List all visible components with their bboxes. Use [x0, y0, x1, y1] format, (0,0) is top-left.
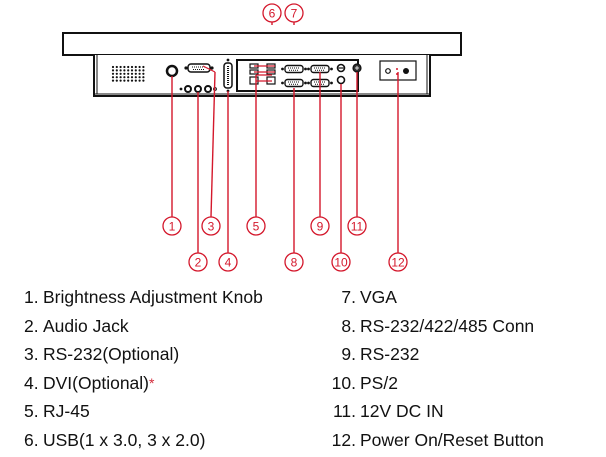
callout-circle: [162, 216, 182, 236]
legend-number: 6.: [24, 429, 39, 450]
legend-number: 3.: [24, 344, 39, 365]
callout-number: 8: [291, 256, 298, 270]
optional-note-mark: *: [149, 374, 155, 391]
legend-label: 12V DC IN: [360, 401, 444, 422]
power-button: [385, 68, 391, 74]
legend-label: Brightness Adjustment Knob: [43, 287, 263, 307]
callout-11: 11: [347, 72, 367, 236]
rs232-422-485-port: [281, 78, 307, 88]
legend-number: 5.: [24, 401, 39, 422]
callout-number: 4: [225, 256, 232, 270]
legend-item: 9.RS-232: [314, 340, 544, 369]
callout-circle: [347, 216, 367, 236]
callout-circle: [331, 252, 351, 272]
callout-6: 6: [254, 3, 282, 73]
rs232-optional-port: [184, 63, 214, 73]
legend-item: 6.USB(1 x 3.0, 3 x 2.0): [24, 426, 263, 455]
callout-number: 1: [169, 220, 176, 234]
legend-item: 12.Power On/Reset Button: [314, 426, 544, 455]
rs232-port-top: [307, 64, 333, 74]
callout-number: 11: [351, 220, 364, 234]
callout-number: 5: [253, 220, 260, 234]
callout-10: 10: [331, 84, 351, 272]
vga-port: [281, 64, 307, 74]
legend-label: RS-232(Optional): [43, 344, 180, 365]
legend-label: Power On/Reset Button: [360, 429, 544, 450]
callout-number: 7: [291, 7, 298, 21]
legend-item: 10.PS/2: [314, 369, 544, 398]
legend-number: 12.: [331, 429, 356, 450]
callout-7: 7: [284, 3, 304, 25]
legend-label: RJ-45: [43, 401, 90, 422]
callout-circle: [188, 252, 208, 272]
legend-item: 5.RJ-45: [24, 397, 263, 426]
legend-item: 4.DVI(Optional)*: [24, 369, 263, 398]
callout-8: 8: [284, 88, 304, 272]
callout-circle: [310, 216, 330, 236]
reset-button: [403, 68, 409, 74]
legend-item: 3.RS-232(Optional): [24, 340, 263, 369]
callout-2: 2: [188, 92, 208, 272]
callout-number: 2: [195, 256, 202, 270]
legend-label: RS-232: [360, 344, 420, 365]
legend-number: 8.: [341, 315, 356, 336]
ps2-port: [336, 75, 346, 85]
legend-label: DVI(Optional): [43, 372, 150, 393]
legend-number: 10.: [331, 372, 356, 393]
legend-number: 7.: [341, 287, 356, 307]
leader-line: [210, 71, 216, 218]
callout-circle: [284, 252, 304, 272]
panel-bezel: [62, 32, 462, 56]
legend-item: 8.RS-232/422/485 Conn: [314, 312, 544, 341]
legend-number: 1.: [24, 287, 39, 307]
callout-circle: [218, 252, 238, 272]
callout-5: 5: [246, 74, 272, 236]
legend-number: 4.: [24, 372, 39, 393]
callout-9: 9: [310, 72, 330, 236]
callout-number: 9: [317, 220, 324, 234]
audio-jacks: [179, 85, 217, 93]
callout-number: 12: [391, 256, 405, 270]
callout-number: 3: [208, 220, 215, 234]
legend-number: 2.: [24, 315, 39, 336]
callout-circle: [388, 252, 408, 272]
callout-4: 4: [218, 91, 238, 272]
vent-grille: [111, 65, 145, 82]
legend-item: 2.Audio Jack: [24, 312, 263, 341]
callout-number: 6: [269, 7, 276, 21]
legend-label: VGA: [360, 287, 397, 307]
brightness-knob: [165, 64, 179, 78]
callout-circle: [201, 216, 221, 236]
legend-number: 9.: [341, 344, 356, 365]
legend-item: 1.Brightness Adjustment Knob: [24, 283, 263, 312]
legend-item: 7.VGA: [314, 283, 544, 312]
legend-label: Audio Jack: [43, 315, 129, 336]
legend-label: USB(1 x 3.0, 3 x 2.0): [43, 429, 206, 450]
legend-label: RS-232/422/485 Conn: [360, 315, 535, 336]
callout-12: 12: [388, 72, 408, 272]
callout-circle: [246, 216, 266, 236]
legend-number: 11.: [332, 401, 356, 422]
legend-label: PS/2: [360, 372, 398, 393]
dvi-port: [223, 58, 233, 93]
callout-number: 10: [334, 256, 348, 270]
callout-3: 3: [201, 65, 221, 236]
callout-circle: [262, 3, 282, 23]
callout-circle: [284, 3, 304, 23]
callout-1: 1: [162, 76, 182, 236]
legend-item: 11.12V DC IN: [314, 397, 544, 426]
